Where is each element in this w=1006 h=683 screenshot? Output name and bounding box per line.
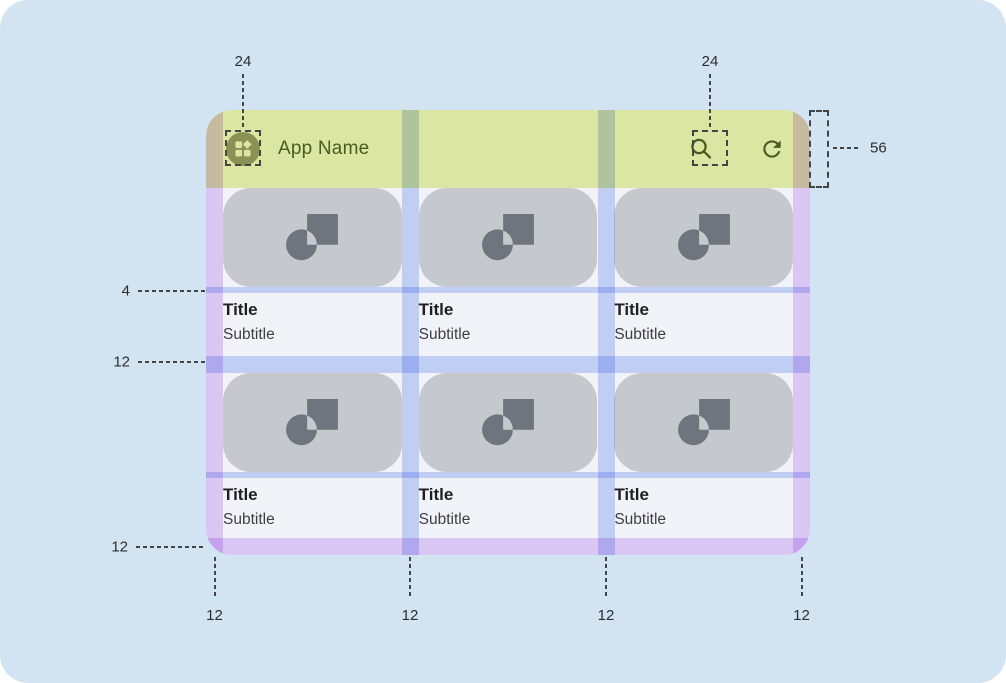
measure-line xyxy=(605,557,607,599)
card-image[interactable] xyxy=(223,188,402,287)
app-grid-icon[interactable] xyxy=(226,132,260,166)
app-title: App Name xyxy=(278,138,370,159)
card-subtitle: Subtitle xyxy=(223,511,275,528)
card-text[interactable]: Title Subtitle xyxy=(614,478,793,538)
card-subtitle: Subtitle xyxy=(614,511,667,528)
card-image[interactable] xyxy=(614,373,793,472)
card-text[interactable]: Title Subtitle xyxy=(223,293,402,356)
annotation-action-icon-24: 24 xyxy=(701,53,719,70)
annotation-gutter-right-12: 12 xyxy=(597,607,615,624)
card-subtitle: Subtitle xyxy=(418,511,471,528)
measure-line xyxy=(213,557,216,599)
image-row-1 xyxy=(223,188,793,287)
measure-line xyxy=(138,290,206,292)
measure-line xyxy=(833,147,860,149)
card-title: Title xyxy=(614,300,649,319)
card-image[interactable] xyxy=(418,373,598,472)
measure-line xyxy=(138,361,206,363)
card-text[interactable]: Title Subtitle xyxy=(614,293,793,356)
image-placeholder-icon xyxy=(286,214,339,261)
row-spacing-gap xyxy=(223,356,793,373)
measure-line xyxy=(409,557,411,599)
card-text[interactable]: Title Subtitle xyxy=(419,478,598,538)
image-placeholder-icon xyxy=(286,399,339,446)
card-text[interactable]: Title Subtitle xyxy=(419,293,598,356)
card-subtitle: Subtitle xyxy=(418,326,471,343)
card-image[interactable] xyxy=(418,188,598,287)
card-title: Title xyxy=(223,300,258,319)
image-placeholder-icon xyxy=(677,399,730,446)
image-placeholder-icon xyxy=(677,214,730,261)
card-title: Title xyxy=(614,485,649,504)
card-title: Title xyxy=(418,300,454,319)
annotation-leading-icon-24: 24 xyxy=(234,53,252,70)
app-mockup: App Name xyxy=(206,110,810,555)
annotation-bottom-margin-12: 12 xyxy=(111,538,128,556)
annotation-left-margin-12: 12 xyxy=(206,607,223,624)
measure-line xyxy=(242,74,244,130)
card-title: Title xyxy=(223,485,258,504)
card-subtitle: Subtitle xyxy=(223,326,275,343)
card-image[interactable] xyxy=(223,373,402,472)
measure-line xyxy=(800,557,803,599)
card-title: Title xyxy=(418,485,454,504)
image-placeholder-icon xyxy=(482,399,534,446)
measure-line xyxy=(136,546,206,548)
measure-box-app-icon xyxy=(225,130,261,166)
refresh-icon[interactable] xyxy=(755,132,789,166)
annotation-right-margin-12: 12 xyxy=(793,607,810,624)
measure-box-search-icon xyxy=(692,130,728,166)
card-text[interactable]: Title Subtitle xyxy=(223,478,402,538)
image-row-2 xyxy=(223,373,793,472)
annotation-gap-4: 4 xyxy=(121,282,130,300)
margin-overlay-bottom xyxy=(206,538,810,555)
image-placeholder-icon xyxy=(482,214,534,261)
card-image[interactable] xyxy=(614,188,793,287)
card-subtitle: Subtitle xyxy=(614,326,667,343)
text-row-2: Title Subtitle Title Subtitle Title Subt… xyxy=(223,478,793,538)
annotation-gutter-left-12: 12 xyxy=(401,607,419,624)
card-grid: Title Subtitle Title Subtitle Title Subt… xyxy=(206,188,810,538)
annotation-row-gap-12: 12 xyxy=(113,353,130,371)
measure-line xyxy=(709,74,711,130)
annotation-appbar-56: 56 xyxy=(870,139,887,157)
text-row-1: Title Subtitle Title Subtitle Title Subt… xyxy=(223,293,793,356)
measure-bracket-appbar-height xyxy=(809,110,829,188)
